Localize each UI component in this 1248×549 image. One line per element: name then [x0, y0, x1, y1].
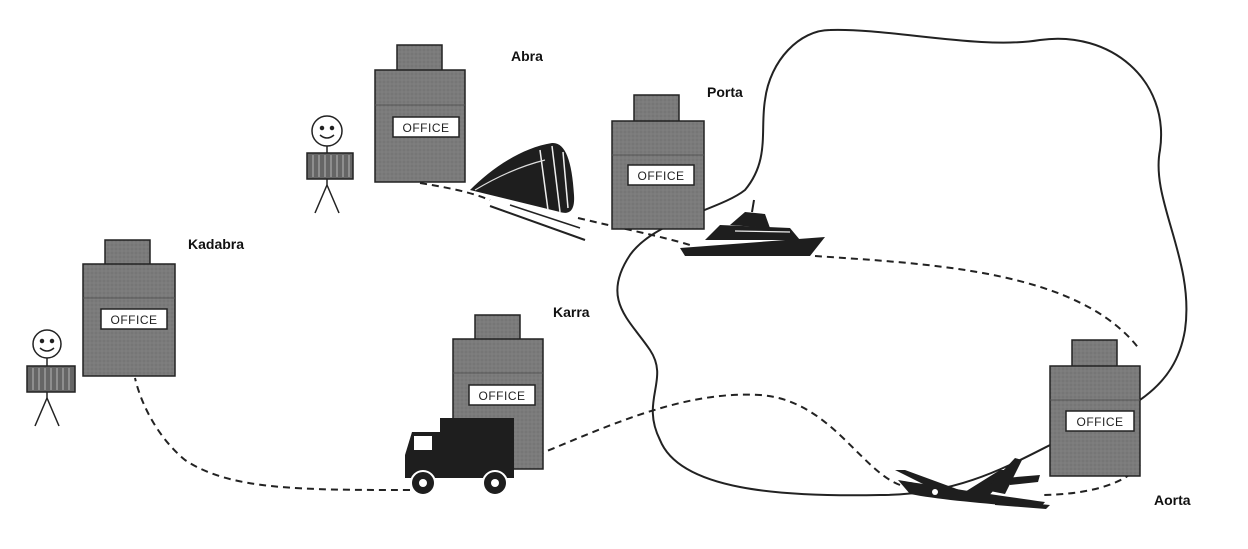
- airplane-icon: [895, 458, 1050, 509]
- route-train-porta: [577, 217, 691, 246]
- route-truck-kadabra: [134, 377, 411, 491]
- office-kadabra-sign: OFFICE: [111, 313, 158, 327]
- network-cloud: [616, 28, 1188, 497]
- train-icon: [470, 142, 586, 241]
- label-kadabra: Kadabra: [188, 236, 245, 252]
- label-aorta: Aorta: [1154, 492, 1191, 508]
- person-carrying-box-icon: [26, 329, 76, 427]
- office-aorta: OFFICE: [1049, 339, 1141, 477]
- ship-icon: [680, 199, 825, 256]
- truck-icon: [405, 418, 514, 496]
- office-abra-sign: OFFICE: [403, 121, 450, 135]
- label-porta: Porta: [707, 84, 743, 100]
- route-lines: [134, 182, 1141, 496]
- label-karra: Karra: [553, 304, 590, 320]
- person-carrying-box-icon: [306, 115, 354, 214]
- route-abra-train: [419, 182, 491, 201]
- label-abra: Abra: [511, 48, 543, 64]
- route-aorta-plane: [1039, 464, 1141, 496]
- route-ship-aorta: [814, 255, 1141, 351]
- route-plane-karra: [524, 393, 901, 486]
- office-abra: OFFICE: [374, 44, 466, 183]
- office-karra-sign: OFFICE: [479, 389, 526, 403]
- office-porta: OFFICE: [611, 94, 705, 230]
- office-kadabra: OFFICE: [82, 239, 176, 377]
- office-porta-sign: OFFICE: [638, 169, 685, 183]
- office-aorta-sign: OFFICE: [1077, 415, 1124, 429]
